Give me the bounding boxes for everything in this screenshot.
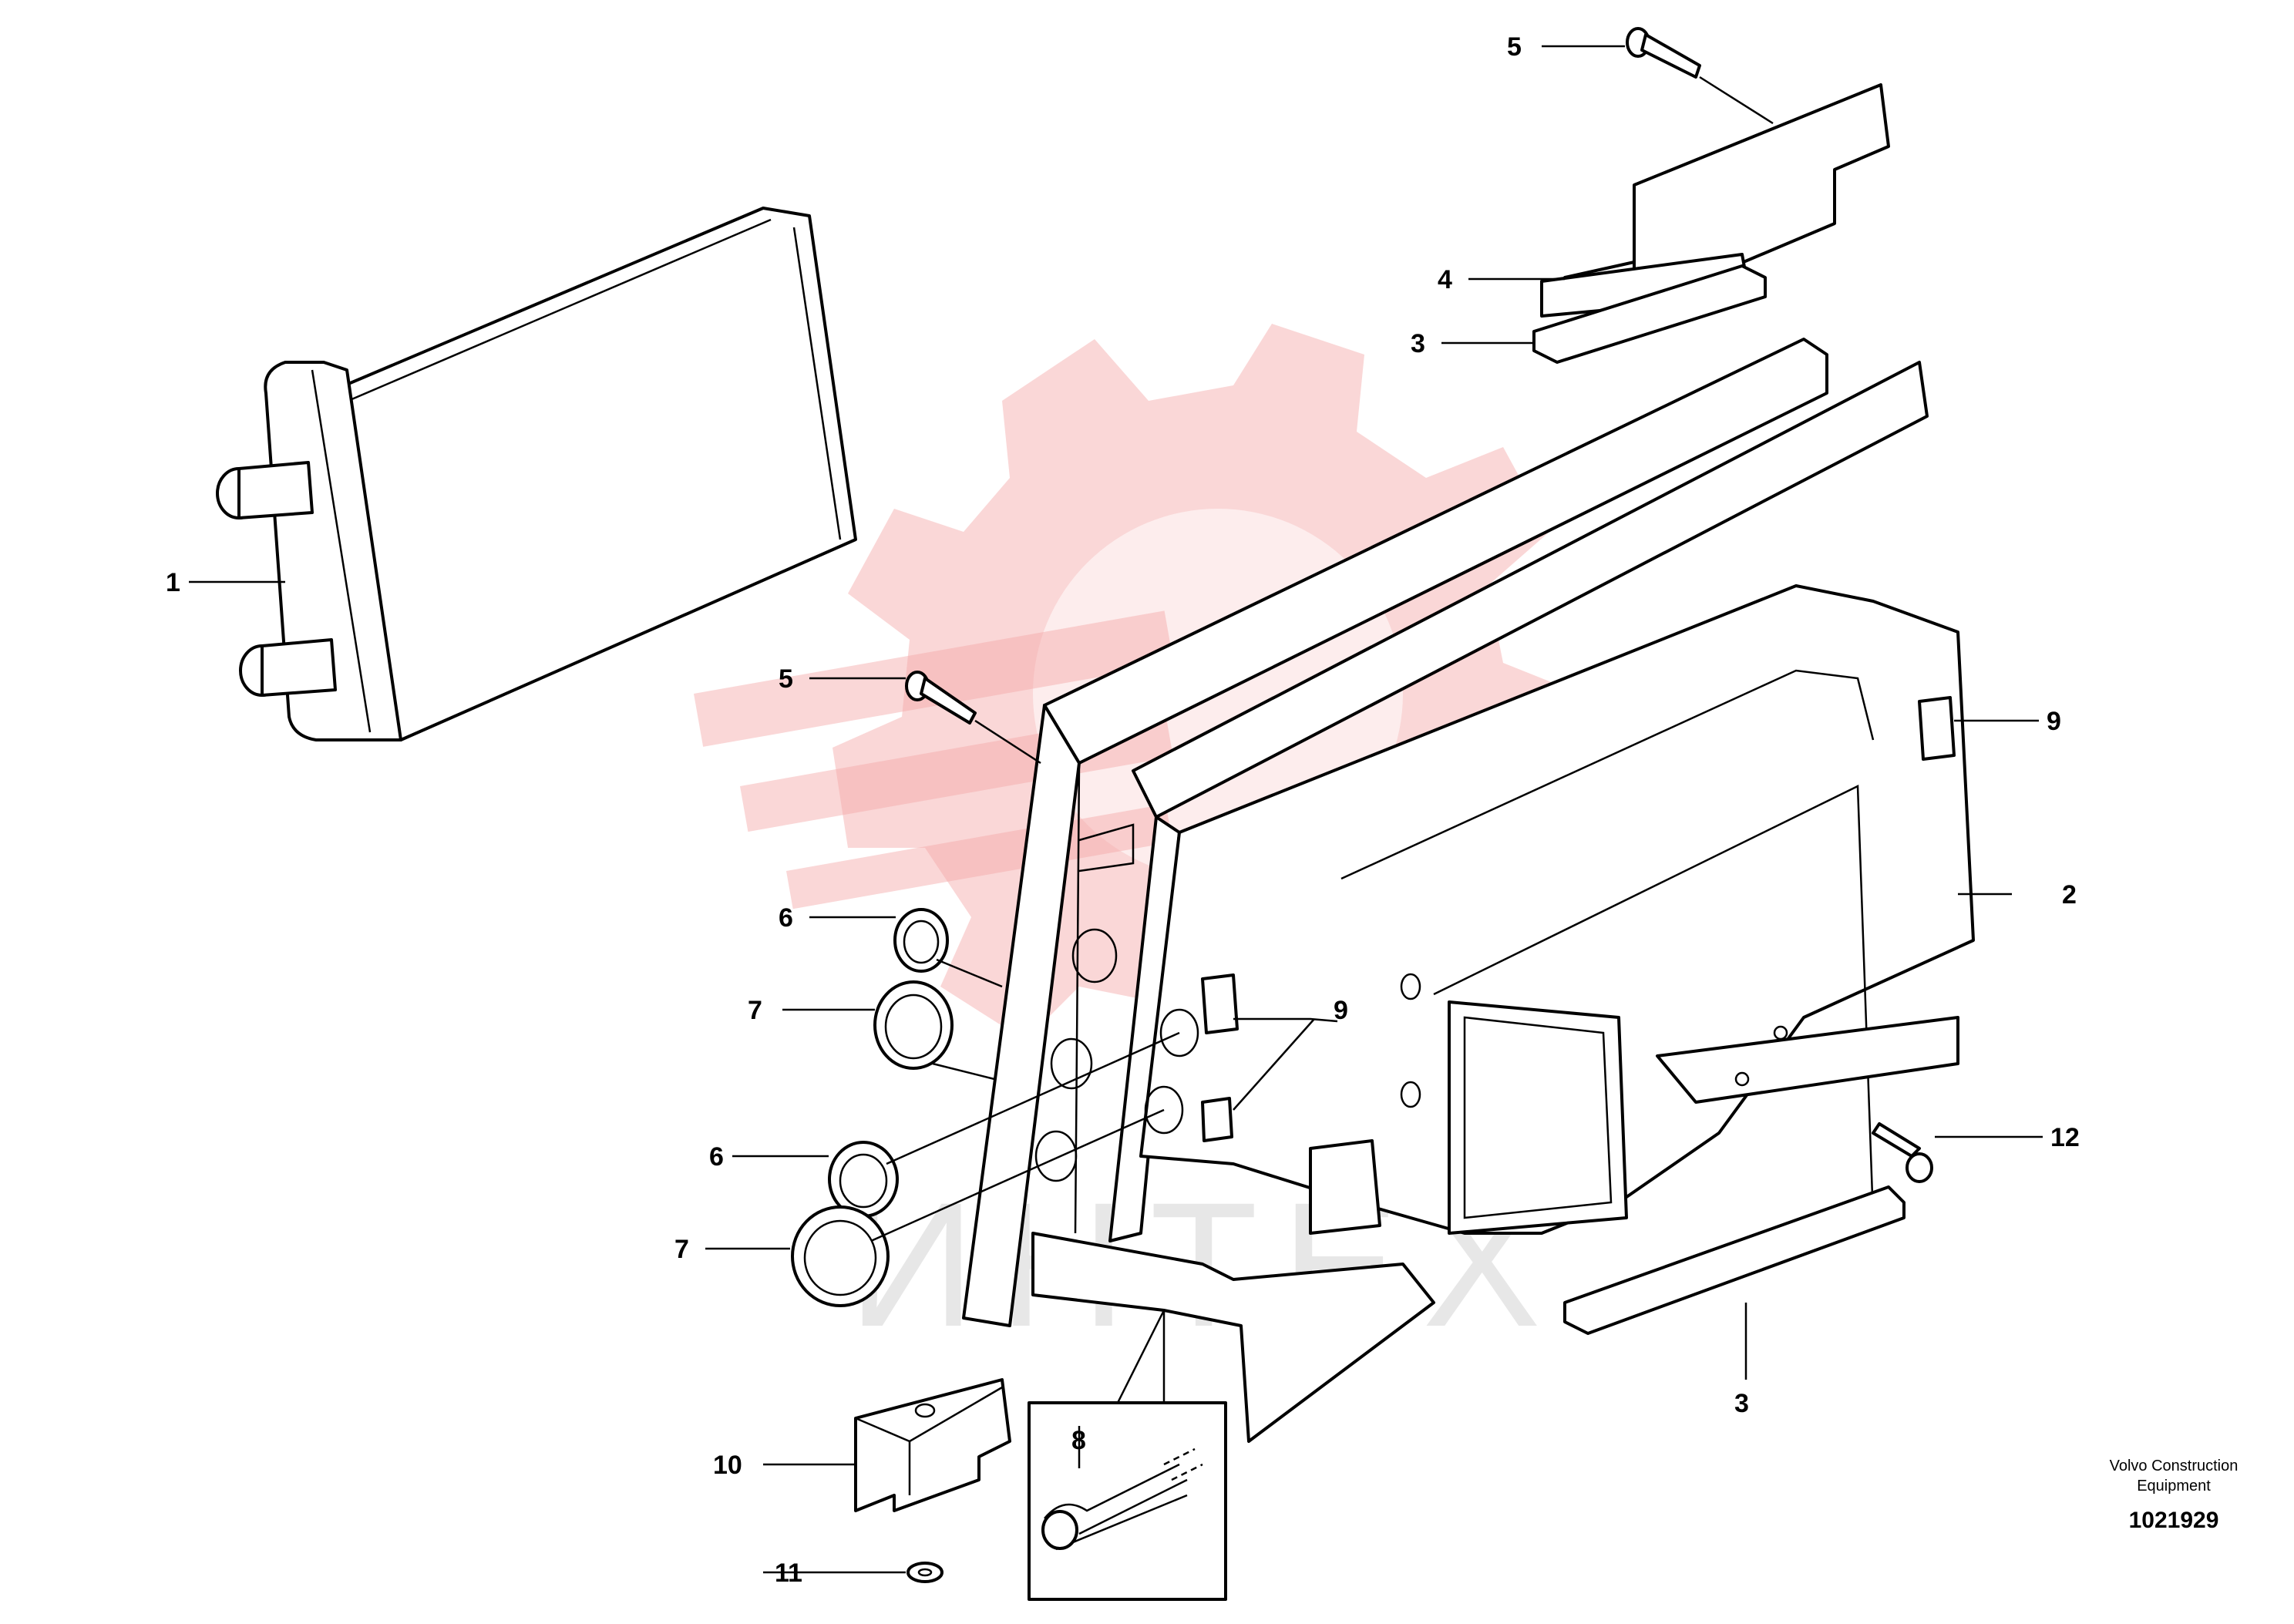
washer xyxy=(906,1562,944,1583)
screw-12 xyxy=(1872,1122,1933,1183)
callout-5-top: 5 xyxy=(1507,32,1522,62)
label-center-lower xyxy=(1201,1097,1233,1142)
cover-plate xyxy=(1540,83,1890,318)
drawing-number: 1021929 xyxy=(2129,1508,2219,1533)
callout-3-bottom: 3 xyxy=(1734,1389,1749,1418)
screw-middle xyxy=(905,671,977,725)
seal-strip-top xyxy=(1532,264,1767,364)
leader-lines xyxy=(189,45,2043,1574)
callout-6-lower: 6 xyxy=(709,1142,724,1172)
callout-12: 12 xyxy=(2050,1123,2080,1152)
callout-1: 1 xyxy=(166,568,180,597)
callout-7-lower: 7 xyxy=(674,1235,689,1264)
block xyxy=(854,1378,1011,1512)
callout-2: 2 xyxy=(2062,880,2077,910)
callout-11: 11 xyxy=(775,1558,802,1588)
callout-10: 10 xyxy=(713,1451,742,1480)
heater-core xyxy=(216,207,857,741)
brand-line-1: Volvo Construction xyxy=(2110,1458,2238,1474)
heater-housing-frame xyxy=(962,338,1975,1443)
callout-9-center: 9 xyxy=(1334,996,1348,1025)
callout-7-upper: 7 xyxy=(748,996,762,1025)
grommets xyxy=(791,908,954,1307)
edge-trim-inset xyxy=(1028,1310,1227,1601)
callout-8: 8 xyxy=(1071,1426,1086,1455)
callout-6-upper: 6 xyxy=(779,903,793,933)
seal-strip-bottom xyxy=(1563,1185,1906,1335)
label-right xyxy=(1918,696,1956,761)
callout-9-right: 9 xyxy=(2047,707,2061,736)
callout-5-middle: 5 xyxy=(779,664,793,694)
callout-4: 4 xyxy=(1438,265,1452,294)
screw-top xyxy=(1626,27,1701,79)
label-center xyxy=(1201,973,1239,1034)
callout-3-top: 3 xyxy=(1411,329,1425,358)
brand-line-2: Equipment xyxy=(2137,1478,2211,1495)
